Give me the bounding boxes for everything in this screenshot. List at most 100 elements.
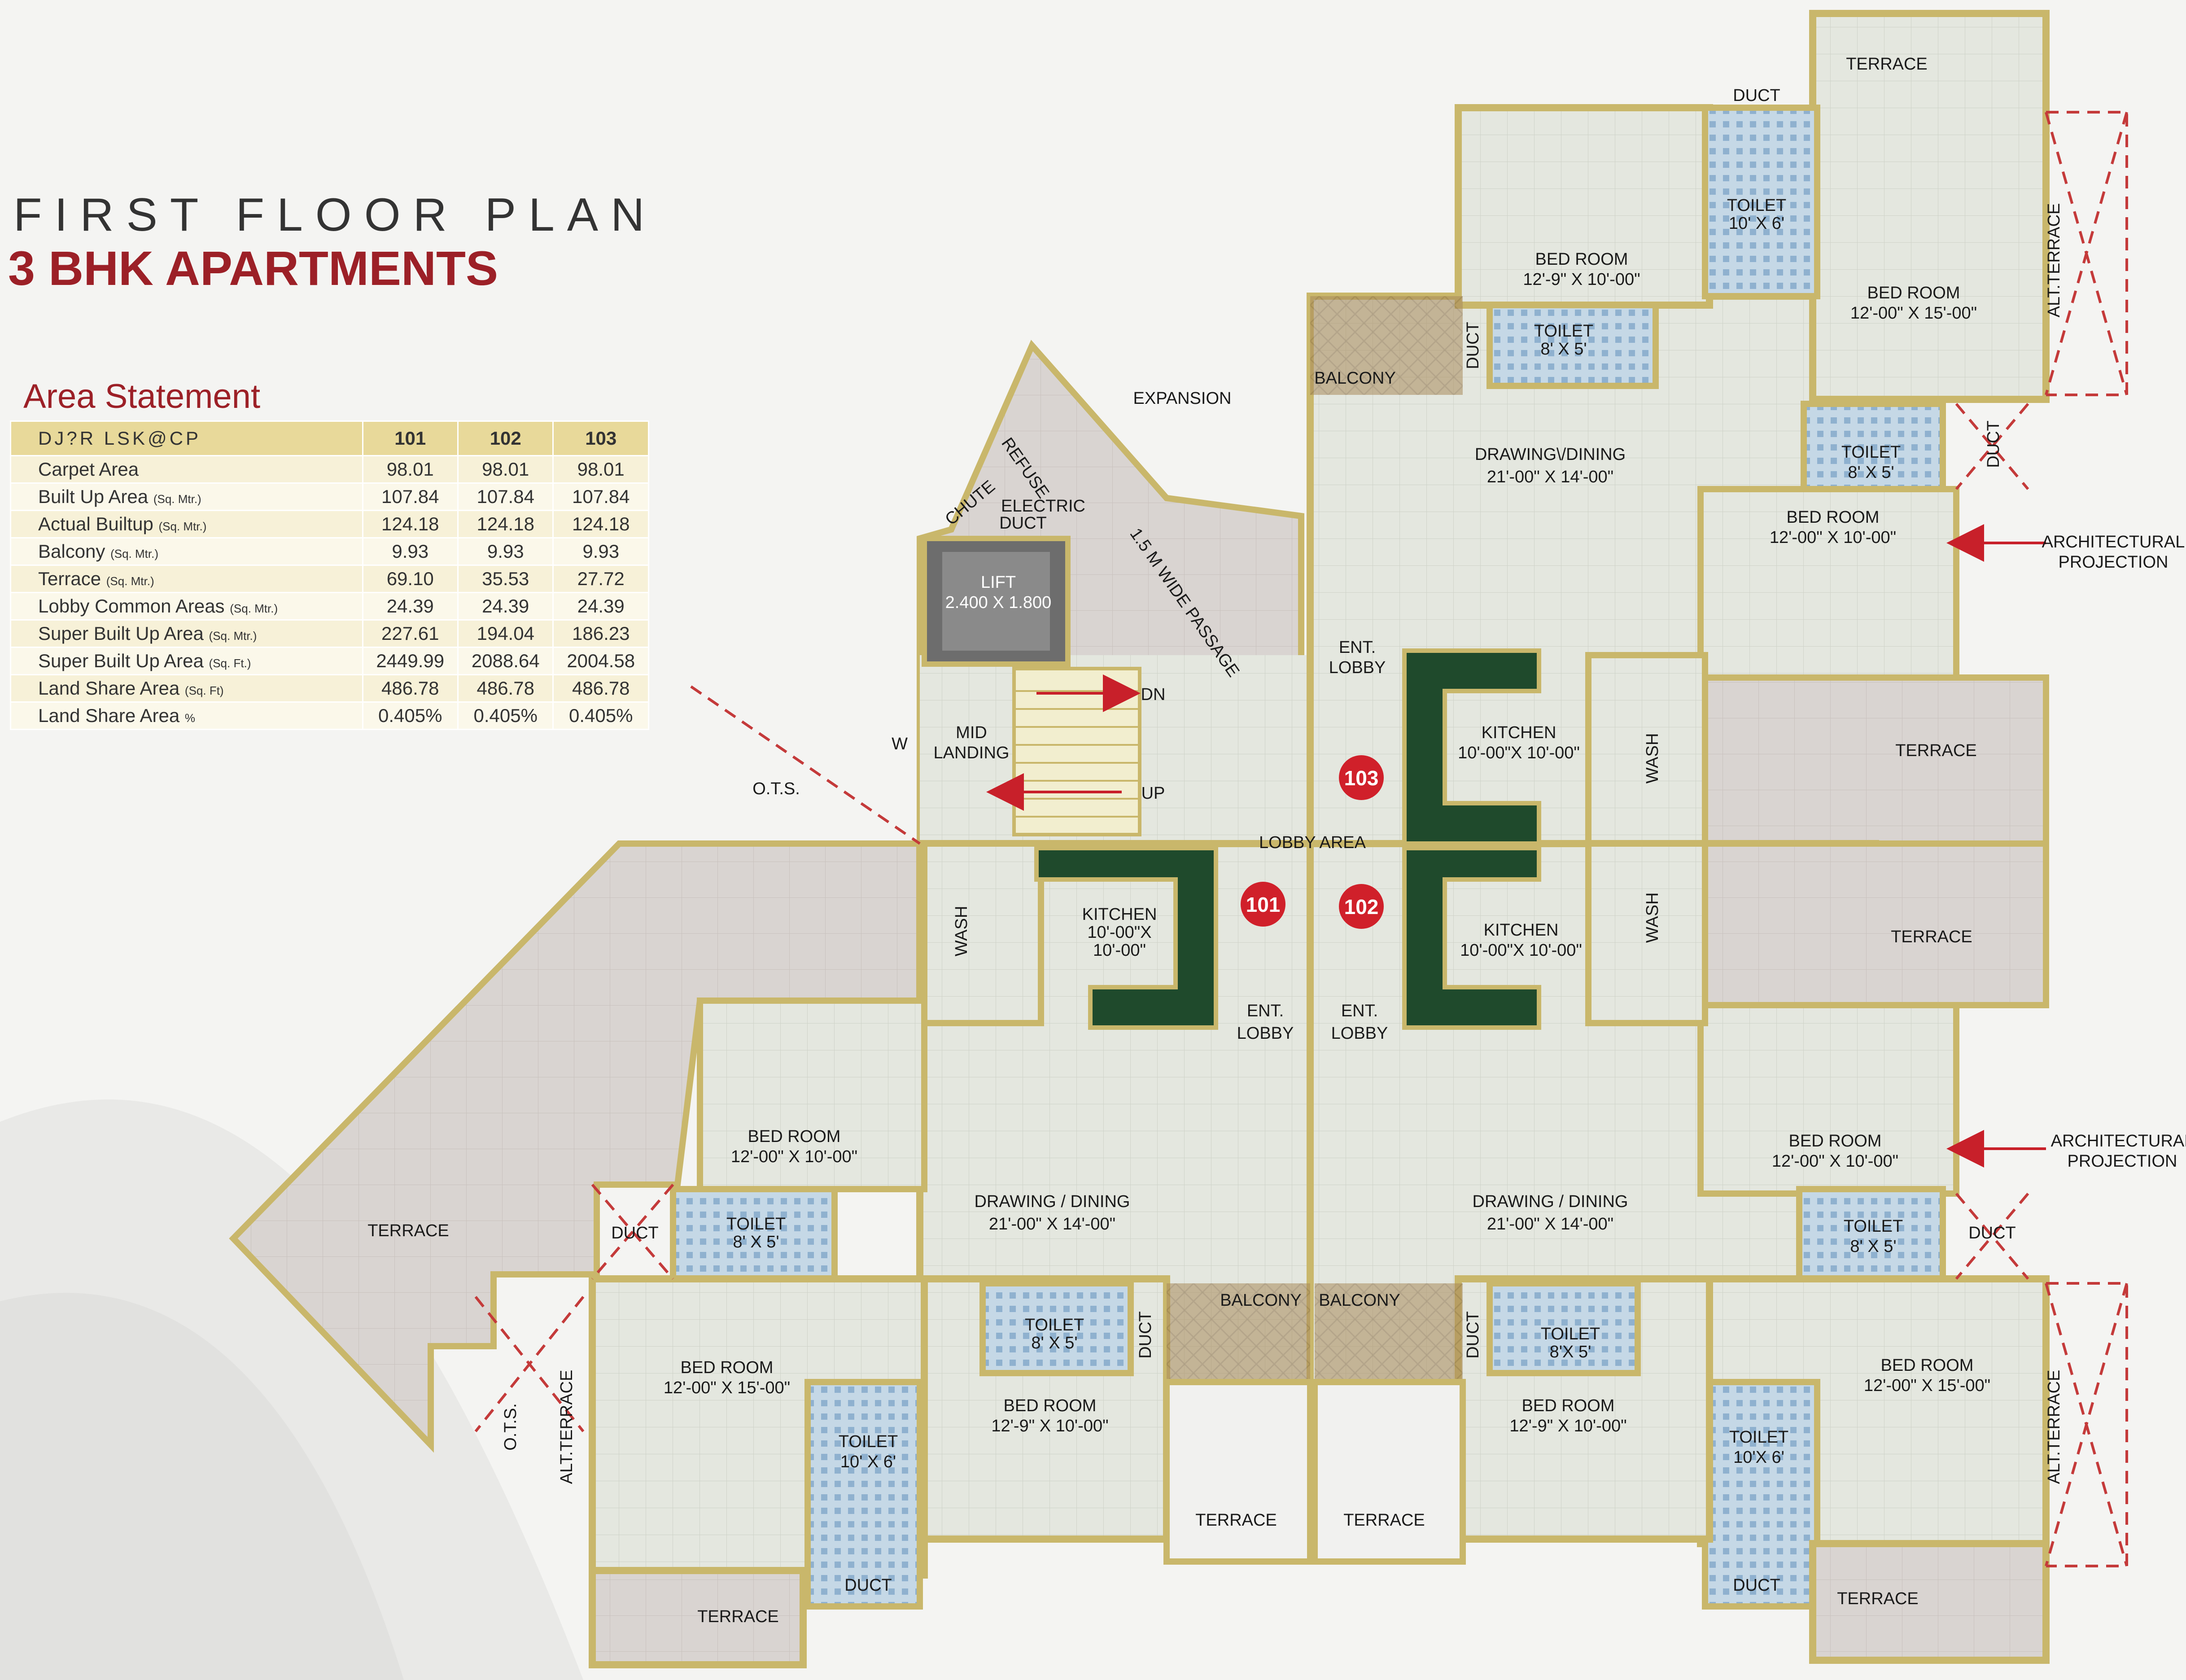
label-bedroom-101b: BED ROOM [681,1358,774,1377]
table-row: Land Share Area %0.405%0.405%0.405% [10,701,649,730]
label-toilet-103b-size: 8' X 5' [1540,340,1587,359]
row-value: 0.405% [362,701,459,730]
row-label: Super Built Up Area (Sq. Ft.) [10,647,363,675]
label-bedroom-102a-size: 12'-9" X 10'-00" [1509,1417,1626,1435]
label-lift: LIFT [981,573,1016,592]
page-title: FIRST FLOOR PLAN [13,189,657,241]
row-value: 2088.64 [457,647,554,675]
label-lobby-area: LOBBY AREA [1259,833,1366,852]
label-toilet-103c-size: 8' X 5' [1848,463,1894,482]
row-value: 2449.99 [362,647,459,675]
label-terrace-102-bottom: TERRACE [1837,1589,1919,1608]
label-lobby-101: LOBBY [1237,1024,1294,1043]
label-ots-left: O.T.S. [752,779,800,798]
label-bedroom-101a-size: 12'-9" X 10'-00" [991,1417,1108,1435]
label-duct-103-right: DUCT [1984,420,2003,468]
label-bedroom-101c-size: 12'-00" X 10'-00" [731,1147,857,1166]
label-bedroom-102a: BED ROOM [1522,1396,1615,1415]
row-value: 124.18 [552,510,649,538]
row-label: Actual Builtup (Sq. Mtr.) [10,510,363,538]
label-toilet-102b: TOILET [1729,1428,1788,1447]
label-bedroom-102b-size: 12'-00" X 15'-00" [1864,1376,1990,1395]
label-w: W [892,735,908,753]
area-statement-heading: Area Statement [23,377,261,416]
row-label: Balcony (Sq. Mtr.) [10,537,363,566]
label-kitchen-101: KITCHEN [1082,905,1157,924]
label-kitchen-102: KITCHEN [1484,921,1559,940]
label-terrace-103-right: TERRACE [1895,741,1977,760]
label-drawing-dining-102-size: 21'-00" X 14'-00" [1487,1215,1613,1234]
unit-marker-103: 103 [1339,755,1384,800]
row-value: 9.93 [362,537,459,566]
label-dn: DN [1141,685,1166,704]
row-value: 98.01 [552,455,649,484]
page-subtitle: 3 BHK APARTMENTS [8,241,498,295]
label-balcony-103: BALCONY [1314,369,1396,388]
label-duct-103-top: DUCT [1733,86,1780,105]
column-header-103: 103 [552,420,649,456]
label-wash-102: WASH [1643,892,1662,943]
label-toilet-101c-size: 8' X 5' [733,1233,779,1251]
row-label: Built Up Area (Sq. Mtr.) [10,482,363,511]
label-terrace-101-bottom: TERRACE [697,1607,779,1626]
table-header-label: DJ?R LSK@CP [10,420,363,456]
label-duct-101-left: DUCT [611,1224,659,1242]
row-value: 9.93 [457,537,554,566]
label-landing: LANDING [934,744,1010,762]
row-value: 98.01 [362,455,459,484]
label-expansion: EXPANSION [1133,389,1232,408]
column-header-101: 101 [362,420,459,456]
row-label: Land Share Area (Sq. Ft) [10,674,363,703]
label-arch-proj-2b: PROJECTION [2068,1152,2177,1171]
row-value: 107.84 [457,482,554,511]
label-toilet-103c: TOILET [1841,443,1901,462]
label-toilet-103a-size: 10' X 6' [1729,214,1784,233]
unit-marker-102: 102 [1339,884,1384,929]
label-bedroom-103c-size: 12'-00" X 10'-00" [1770,528,1896,547]
row-value: 2004.58 [552,647,649,675]
label-arch-proj-1b: PROJECTION [2059,553,2169,572]
label-electric: ELECTRIC [1001,497,1085,516]
label-bedroom-103a-size: 12'-9" X 10'-00" [1523,270,1640,289]
row-value: 24.39 [457,592,554,621]
label-toilet-101a-size: 8' X 5' [1031,1334,1077,1352]
row-value: 27.72 [552,564,649,593]
svg-text:102: 102 [1344,895,1379,919]
label-terrace-101-large: TERRACE [367,1221,449,1240]
label-bedroom-102c-size: 12'-00" X 10'-00" [1772,1152,1898,1171]
label-up: UP [1141,784,1165,803]
label-toilet-102b-size: 10'X 6' [1733,1448,1784,1467]
area-statement-table: DJ?R LSK@CP 101 102 103 Carpet Area 98.0… [10,420,649,730]
label-terrace-103-top: TERRACE [1846,55,1928,74]
label-drawing-dining-103-size: 21'-00" X 14'-00" [1487,468,1613,486]
svg-text:101: 101 [1246,893,1281,916]
label-bedroom-103a: BED ROOM [1535,250,1628,269]
label-terrace-101-small: TERRACE [1195,1511,1277,1530]
label-alt-terrace-101: ALT.TERRACE [557,1370,576,1484]
label-duct-103-side: DUCT [1464,322,1482,369]
row-label: Carpet Area [10,455,363,484]
row-value: 0.405% [552,701,649,730]
label-arch-proj-1a: ARCHITECTURAL [2042,533,2185,551]
row-value: 486.78 [457,674,554,703]
row-value: 0.405% [457,701,554,730]
label-bedroom-102c: BED ROOM [1789,1132,1882,1151]
label-toilet-101a: TOILET [1025,1316,1084,1334]
row-value: 107.84 [362,482,459,511]
label-mid: MID [956,723,987,742]
label-drawing-dining-101: DRAWING / DINING [975,1192,1130,1211]
label-terrace-102-small: TERRACE [1343,1511,1425,1530]
column-header-102: 102 [457,420,554,456]
label-drawing-dining-101-size: 21'-00" X 14'-00" [989,1215,1115,1234]
row-value: 69.10 [362,564,459,593]
row-value: 35.53 [457,564,554,593]
label-lift-size: 2.400 X 1.800 [945,593,1052,612]
label-toilet-101b: TOILET [839,1432,898,1451]
label-bedroom-103b: BED ROOM [1867,284,1960,302]
